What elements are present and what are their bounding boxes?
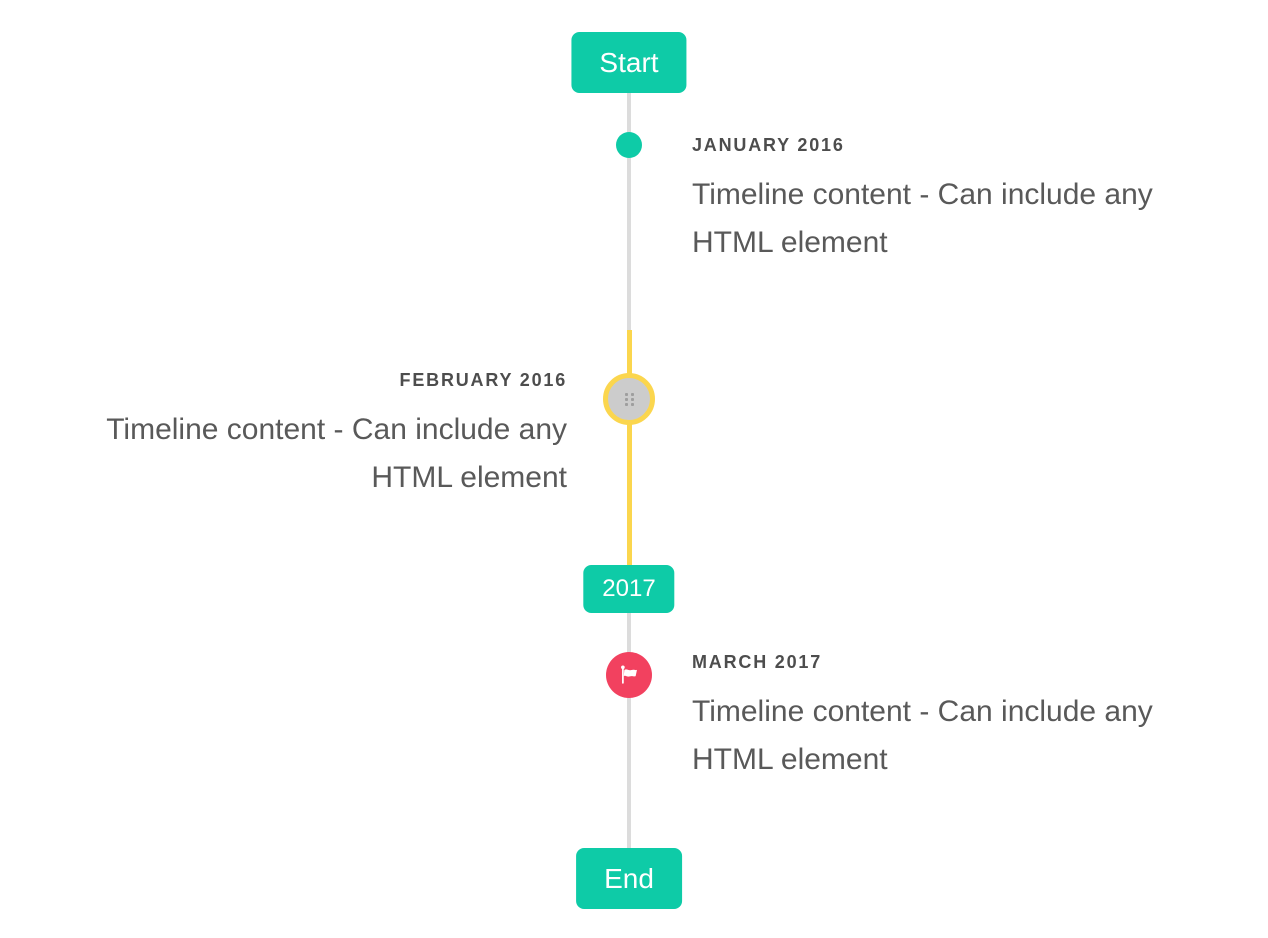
drag-handle-icon [624,392,634,406]
timeline-entry: FEBRUARY 2016 Timeline content - Can inc… [37,366,567,502]
timeline-entry: MARCH 2017 Timeline content - Can includ… [692,648,1222,784]
entry-title: JANUARY 2016 [692,135,845,155]
entry-content: Timeline content - Can include any HTML … [106,413,567,494]
entry-content: Timeline content - Can include any HTML … [692,178,1153,259]
entry-content: Timeline content - Can include any HTML … [692,695,1153,776]
start-badge: Start [571,32,687,93]
timeline-line-highlight-segment [627,330,632,567]
timeline-entry: JANUARY 2016 Timeline content - Can incl… [692,131,1222,267]
year-badge: 2017 [583,565,675,613]
event-marker-drag-handle[interactable] [603,373,655,425]
end-badge: End [576,848,682,909]
entry-title: MARCH 2017 [692,652,823,672]
event-marker-dot[interactable] [616,132,642,158]
entry-title: FEBRUARY 2016 [399,370,567,390]
event-marker-flag[interactable] [606,652,652,698]
flag-icon [618,664,641,687]
